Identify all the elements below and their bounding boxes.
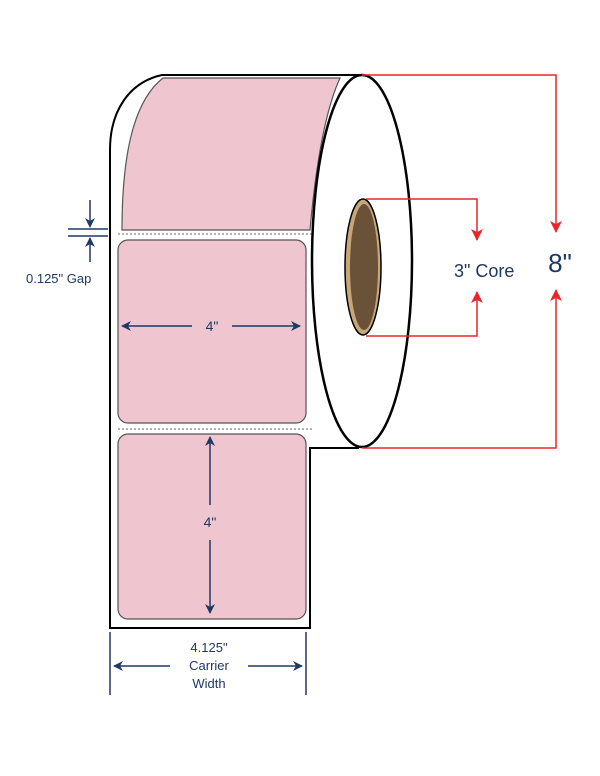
carrier-width-dimension: 4.125" Carrier Width [109, 632, 307, 695]
gap-label: 0.125" Gap [26, 271, 91, 286]
carrier-width-word2: Width [192, 676, 225, 691]
label-on-roll [121, 77, 341, 231]
label-panel [117, 239, 307, 424]
core-label: 3" Core [454, 261, 514, 281]
carrier-width-word1: Carrier [189, 658, 229, 673]
outer-diameter-label: 8" [548, 248, 572, 278]
carrier-width-value: 4.125" [190, 640, 228, 655]
roll-end-face [310, 73, 414, 449]
label-width-dimension: 4" [121, 318, 301, 334]
core-dimension: 3" Core [366, 198, 514, 337]
gap-dimension: 0.125" Gap [26, 200, 108, 286]
label-height-text: 4" [204, 514, 217, 530]
core-hole [350, 204, 378, 330]
label-panel [117, 433, 307, 620]
label-width-text: 4" [206, 318, 219, 334]
outer-diameter-dimension: 8" [362, 74, 572, 449]
label-height-dimension: 4" [204, 436, 217, 614]
